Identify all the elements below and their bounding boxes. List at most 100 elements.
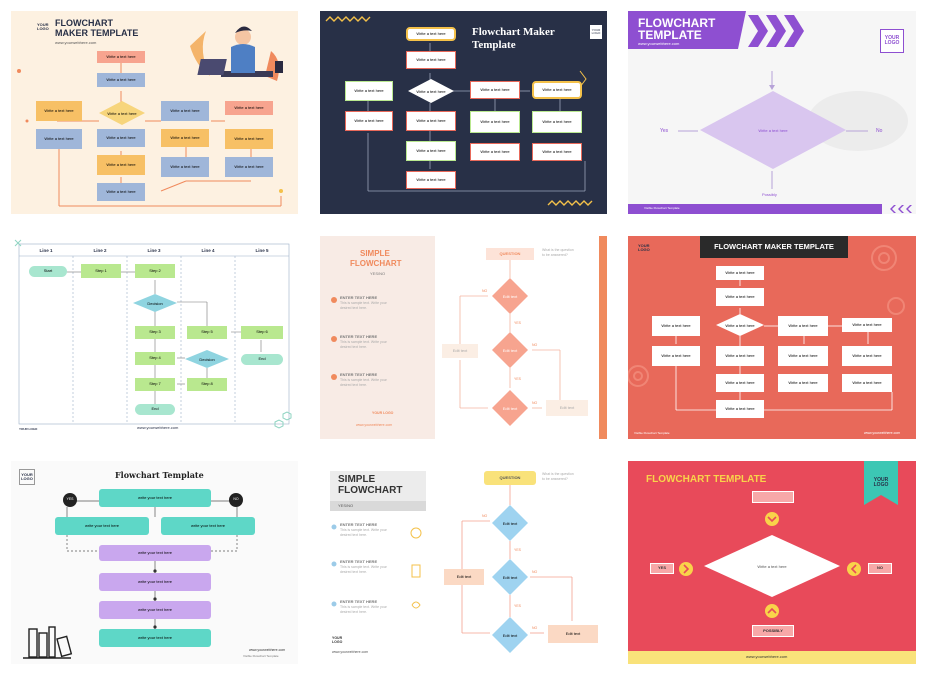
logo-line2: LOGO [21,476,33,481]
logo-text: YOUR LOGO [37,22,49,31]
pin-icon [331,297,337,380]
lane-header: Line 1 [39,247,53,253]
question-note: to be answered? [542,253,568,257]
logo-text: YOUR LOGO [332,636,343,644]
flow-box: Step 8 [187,378,227,391]
flow-box: Write a text here [97,73,145,87]
flow-box: Step 4 [135,352,175,365]
flow-box: Write a text here [36,129,82,149]
card-title-line1: FLOWCHART [55,18,113,28]
card-title: FLOWCHART TEMPLATE [646,474,767,485]
yes-box: YES [650,563,674,574]
card9-graphics [628,461,916,664]
template-card-3[interactable]: FLOWCHART TEMPLATE www.yourwebhere.com Y… [628,11,916,214]
flow-box: Write a text here [470,143,520,161]
back-chevrons-icon [890,205,912,213]
flow-box: Write a text here [97,129,145,147]
card-title-line2: FLOWCHART [338,485,403,496]
enter-text-heading: ENTER TEXT HERE [340,599,378,604]
sparkle-icon [14,239,22,247]
sample-text: This is sample text. Write your [340,565,387,569]
footer-text: Visible Flowchart Template [634,431,670,435]
flow-box: Write a text here [225,157,273,177]
flow-box: Write a text here [225,101,273,115]
logo-line1: YOUR [884,34,900,41]
flow-box: Edit text [546,400,588,416]
flow-box: Write a text here [842,374,892,392]
no-label: NO [532,570,538,574]
chevron-arrows-icon [748,15,804,47]
flow-box: Write a text here [532,143,582,161]
zigzag-decoration-icon [325,16,593,206]
yes-label: YES [514,604,522,608]
lane-header: Line 2 [93,247,107,253]
flow-box: Write a text here [470,111,520,133]
start-node: Start [29,266,67,277]
flow-box: Write a text here [778,316,828,336]
no-label: No [876,128,883,134]
logo-text: YOUR LOGO [372,411,394,415]
card-title-line2: TEMPLATE [638,28,702,42]
card-url: www.yourwebhere.com [137,425,179,430]
flow-box: Write a text here [406,171,456,189]
template-card-5[interactable]: SIMPLE FLOWCHART YES/NO ENTER TEXT HERE … [320,236,607,439]
sample-text: desired text here. [340,306,368,310]
flow-box: Write a text here [470,81,520,99]
flow-box: Edit text [444,569,484,585]
card-url: www.yourwebhere.com [356,423,393,427]
no-label: NO [532,343,538,347]
flow-box: Edit text [442,344,478,358]
flow-box: Write a text here [532,81,582,99]
flow-box: Write a text here [97,51,145,63]
flow-decision: Write a text here [716,314,764,336]
enter-text-heading: ENTER TEXT HERE [340,334,378,339]
card-title-line2: MAKER TEMPLATE [55,28,139,38]
no-label: NO [532,401,538,405]
card-title-line1: FLOWCHART [638,16,716,30]
yes-label: YES [514,377,522,381]
flow-box: Write a text here [161,129,209,147]
template-card-2[interactable]: Flowchart Maker Template YOUR LOGO Write… [320,11,607,214]
flow-box: write your text here [161,517,255,535]
flow-box: Write a text here [97,155,145,175]
flow-box: write your text here [99,573,211,591]
flow-box: Write a text here [716,346,764,366]
flow-box: Write a text here [778,374,828,392]
card-title-line1: SIMPLE [338,474,376,485]
flow-box: Step 6 [241,326,283,339]
flow-decision: Decision [133,294,177,312]
template-card-6[interactable]: YOUR LOGO FLOWCHART MAKER TEMPLATE Write… [628,236,916,439]
flow-box: Write a text here [716,288,764,306]
card5-graphics [320,236,607,439]
flow-box: Write a text here [406,27,456,41]
flow-box: Edit text [548,625,598,643]
sample-text: desired text here. [340,345,368,349]
logo-text: YOUR LOGO [638,243,650,252]
flow-box: Write a text here [716,374,764,392]
template-card-1[interactable]: YOUR LOGO FLOWCHART MAKER TEMPLATE www.y… [11,11,298,214]
template-card-4[interactable]: Line 1 Line 2 Line 3 Line 4 Line 5 Start… [11,236,298,439]
logo-line1: YOUR [873,476,889,483]
flow-box: Write a text here [652,316,700,336]
yes-label: YES [514,548,522,552]
flow-box: Write a text here [97,183,145,201]
card6-connectors [628,236,905,411]
sample-text: This is sample text. Write your [340,605,387,609]
template-card-8[interactable]: SIMPLE FLOWCHART YES/NO ENTER TEXT HERE … [320,461,607,664]
logo-badge: YOUR LOGO [590,25,602,39]
flow-box: Write a text here [406,51,456,69]
flow-box: Write a text here [532,111,582,133]
sample-text: This is sample text. Write your [340,301,387,305]
books-illustration-icon [23,626,73,659]
flow-box: Write a text here [842,318,892,332]
flow-box: Write a text here [842,346,892,366]
flow-box: Step 2 [135,264,175,278]
flow-box: write your text here [55,517,149,535]
flow-box: Write a text here [406,141,456,161]
lane-header: Line 4 [201,247,215,253]
no-label: NO [482,514,488,518]
lane-header: Line 3 [147,247,161,253]
